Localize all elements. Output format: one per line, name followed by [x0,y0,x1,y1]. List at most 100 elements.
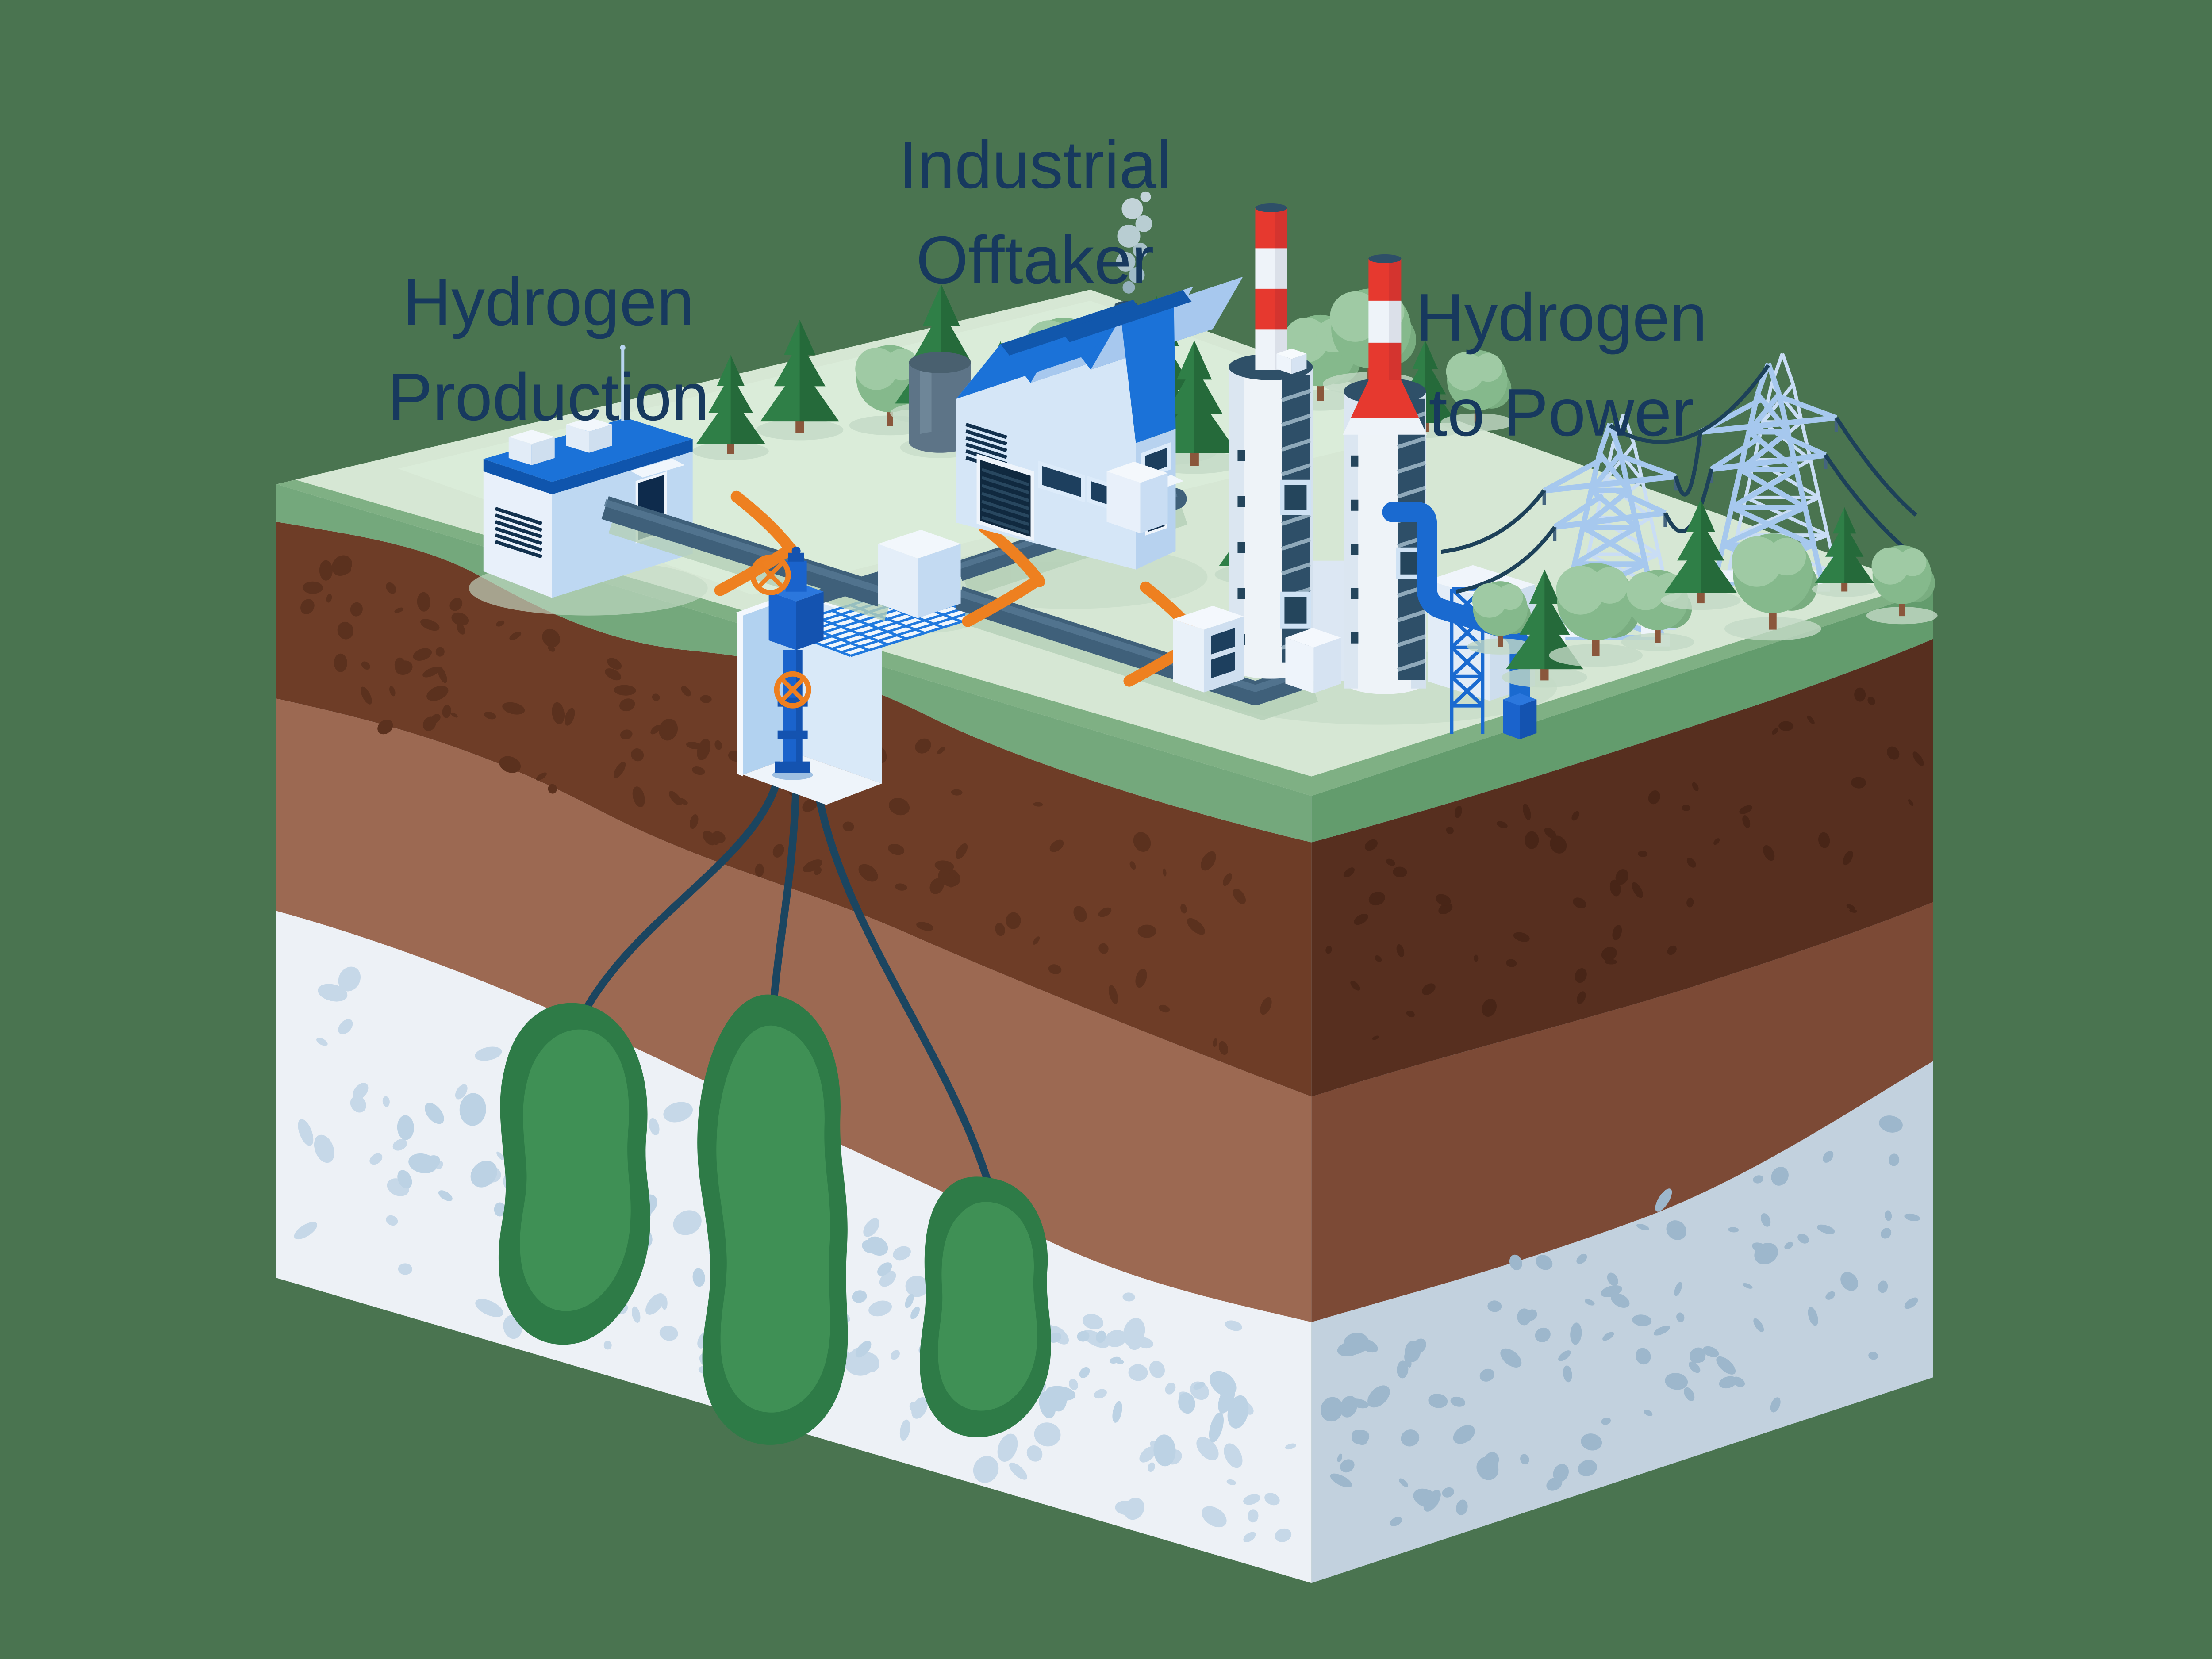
junction-left [878,544,918,618]
pipe-production-junction [601,496,885,607]
sawtooth-roof [956,276,1243,443]
industrial-offtaker-factory [909,191,1243,570]
wire [1835,417,1918,517]
inlet-right [1313,637,1341,693]
framed-window-b-glass [1284,597,1307,624]
front-trees [1467,499,1938,688]
blue-pipe-terminal [1503,693,1537,739]
roof-unit-2 [566,417,612,453]
box-right [1204,616,1244,693]
round-tree [1440,350,1514,431]
power-lines [1440,364,1918,594]
box-window-2 [1211,651,1235,678]
blue-process-pipe [1382,502,1530,713]
inlet-top [1285,628,1341,648]
wellhead-assembly [750,546,824,780]
box-window-1 [1211,628,1235,655]
wire [1674,432,1702,497]
window-1 [1038,460,1085,502]
wire [1440,489,1546,554]
roof-slope-3 [1121,299,1176,443]
terminal-front [1503,699,1520,739]
wellhead-block-right [796,591,824,650]
soil-dark-side [1311,639,1933,1097]
box-front [1173,619,1204,693]
box-top [566,417,612,432]
grass-band-side [1311,590,1933,843]
turbine-tower-1 [1229,203,1313,679]
plant-left-box [1173,605,1244,693]
striped-chimney-2 [1343,254,1427,435]
cab-right [1291,353,1307,374]
hydrogen-power-plant [1173,203,1537,739]
roof-edge [483,439,693,494]
base-flange [775,761,810,773]
soil-medium-side [1311,902,1933,1322]
plant-inlet-box [1285,628,1341,693]
box-right [531,437,555,465]
factory-annex [1106,461,1168,533]
valve-wheel-lower [774,671,811,709]
wire [1609,364,1770,444]
junction-box [878,529,961,618]
annex-top [1106,461,1168,483]
cab-front [1276,353,1292,374]
pit-front-edge [737,612,743,777]
pine-tree [692,355,769,460]
annex-front [1106,471,1141,533]
garage-door [980,460,1031,537]
junction-top [878,529,961,559]
framed-window-a-glass [1284,485,1307,510]
pine-tree [1660,499,1741,610]
round-tree [1549,563,1643,667]
striped-chimney-1 [1255,203,1287,370]
cavern-core [716,1025,830,1413]
well-pipe-2 [769,777,800,1013]
well-pipe-3 [813,780,996,1198]
pine-tree [756,319,844,441]
round-tree [1467,581,1534,655]
tank-bottom [909,431,971,453]
salt-cavern-3 [920,1176,1052,1437]
underground-storage [498,777,1052,1445]
box-front [508,437,532,465]
round-tree [1866,545,1938,625]
label-hydrogen-production-line2: Production [388,360,709,435]
tower-shade-left [1344,391,1358,689]
annex-right [1140,473,1168,533]
flange-2 [777,730,808,739]
wire [1455,526,1556,594]
terminal-top [1503,693,1537,706]
labels: Hydrogen Production Industrial Offtaker … [388,127,1707,450]
wire [1824,454,1912,556]
salt-cavern-1 [498,1003,651,1345]
smoke [1116,191,1152,294]
cab-top [1276,348,1307,359]
tank-highlight [920,362,932,442]
label-industrial-offtaker-line2: Offtaker [916,222,1154,298]
pine-tree [1812,507,1877,597]
label-hydrogen-to-power-line2: to Power [1429,375,1694,450]
cavern-core [938,1202,1037,1411]
well-pipes [578,777,996,1198]
cavern-core [520,1029,631,1311]
rooftop-cab [1276,348,1307,374]
box-top [1173,605,1244,630]
vent-louver [495,506,542,559]
box-right [589,424,612,453]
round-tree [1724,533,1821,641]
wellhead-cap [788,552,804,562]
terminal-right [1520,699,1537,739]
antenna-tip [620,345,626,350]
roof-ridge-shade-3 [1060,290,1192,342]
roof-unit-1 [508,429,555,465]
inlet-front [1285,637,1314,693]
box-front [566,424,589,453]
pine-tree [1502,569,1587,688]
label-hydrogen-to-power-line1: Hydrogen [1416,280,1707,355]
wellhead-block-front [768,591,796,650]
label-hydrogen-production-line1: Hydrogen [403,264,694,340]
small-windows [1351,455,1359,644]
tank-top [909,352,971,373]
